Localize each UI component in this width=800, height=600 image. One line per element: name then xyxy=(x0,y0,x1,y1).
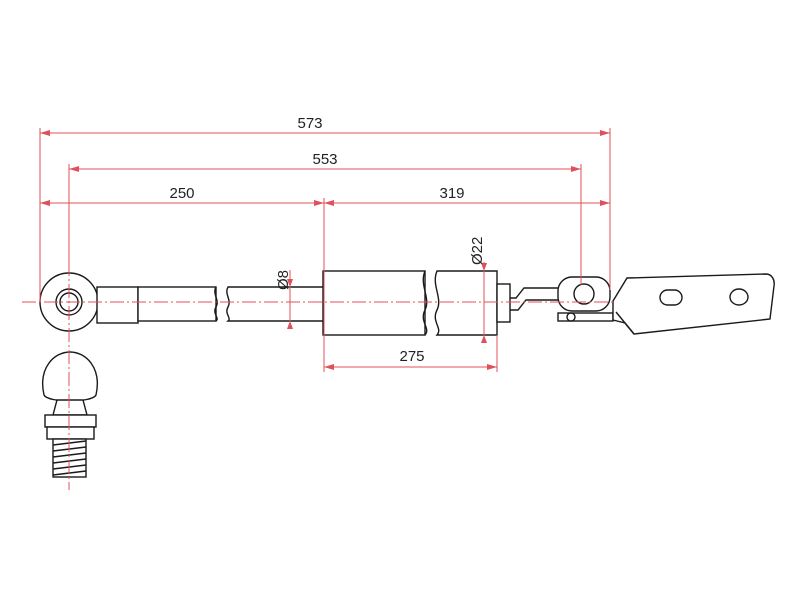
mounting-hole-2 xyxy=(729,288,749,306)
dimension-275: 275 xyxy=(324,348,497,370)
dim-label-rod-diameter: Ø8 xyxy=(275,270,292,290)
ball-stud-ball xyxy=(42,351,98,402)
rod-ferrule xyxy=(96,286,139,324)
dimension-rod-diameter: Ø8 xyxy=(275,270,293,329)
pivot-bolt-head xyxy=(566,312,576,322)
pivot-bushing xyxy=(573,283,595,305)
ball-stud-flange xyxy=(44,414,97,428)
dim-label-319: 319 xyxy=(439,185,464,202)
dimension-319: 319 xyxy=(324,185,610,206)
dim-label-553: 553 xyxy=(312,151,337,168)
piston-rod-continued xyxy=(225,286,326,322)
strut-assembly xyxy=(39,270,775,336)
rod-break-left xyxy=(214,286,218,322)
ball-stud-neck xyxy=(52,399,88,416)
dim-label-573: 573 xyxy=(297,115,322,132)
pivot-bolt xyxy=(557,312,614,322)
ball-stud-shoulder xyxy=(46,426,95,440)
tube-end-plug xyxy=(496,283,511,323)
dimension-250: 250 xyxy=(40,185,324,206)
cylinder-tube xyxy=(322,270,426,336)
center-lines xyxy=(22,262,615,490)
dimension-553: 553 xyxy=(69,151,581,172)
cylinder-tube-continued xyxy=(434,270,498,336)
extension-lines xyxy=(39,128,611,372)
tube-break-left xyxy=(422,270,428,336)
dimension-573: 573 xyxy=(40,115,610,136)
bent-link xyxy=(510,287,560,311)
piston-rod xyxy=(137,286,217,322)
dim-label-275: 275 xyxy=(399,348,424,365)
dim-label-tube-diameter: Ø22 xyxy=(469,237,486,265)
dimension-tube-diameter: Ø22 xyxy=(469,237,487,343)
mounting-plate xyxy=(612,273,775,335)
ball-stud xyxy=(42,351,98,478)
mounting-slot-1 xyxy=(659,289,683,306)
mounting-plate-edge xyxy=(615,311,635,335)
dim-label-250: 250 xyxy=(169,185,194,202)
